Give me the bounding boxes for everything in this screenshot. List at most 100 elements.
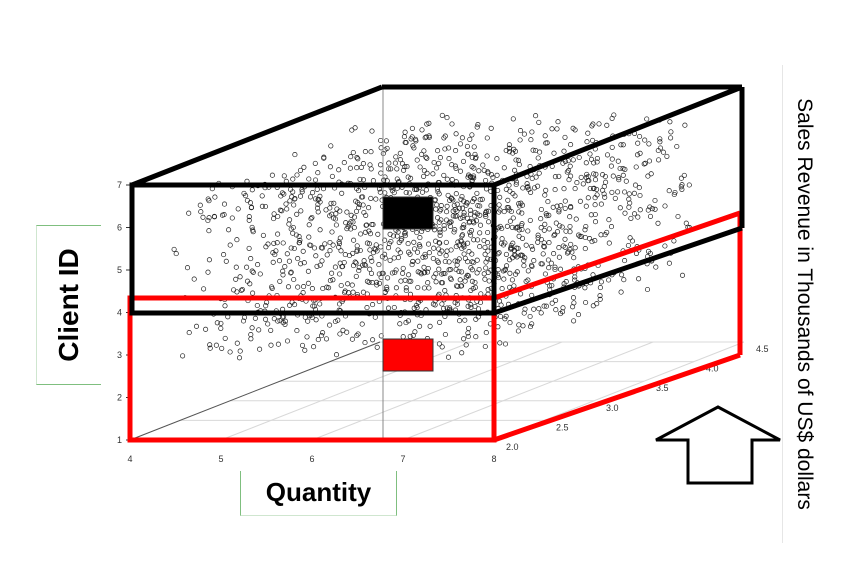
scatter-point: [460, 158, 467, 164]
scatter-point: [328, 143, 334, 149]
scatter-point: [445, 192, 451, 198]
scatter-point: [513, 157, 519, 163]
scatter-point: [402, 139, 408, 146]
scatter-point: [543, 303, 549, 309]
scatter-point: [592, 195, 598, 201]
scatter-point: [451, 229, 457, 235]
scatter-point: [386, 160, 392, 166]
scatter-point: [277, 318, 283, 324]
scatter-point: [218, 320, 224, 326]
z-tick-label: 4.0: [706, 364, 719, 374]
scatter-point: [499, 236, 505, 242]
scatter-point: [499, 286, 505, 292]
scatter-point: [472, 303, 478, 310]
scatter-point: [362, 149, 368, 155]
scatter-point: [416, 242, 422, 248]
scatter-point: [602, 232, 608, 238]
scatter-point: [623, 178, 629, 184]
scatter-point: [583, 203, 589, 209]
scatter-point: [560, 305, 566, 311]
scatter-point: [323, 207, 329, 213]
scatter-point: [447, 305, 453, 311]
scatter-point: [505, 197, 511, 203]
scatter-point: [589, 239, 595, 245]
scatter-point: [545, 257, 551, 263]
scatter-point: [511, 283, 517, 289]
scatter-point: [459, 205, 465, 211]
scatter-point: [297, 193, 304, 199]
scatter-point: [404, 164, 410, 170]
scatter-point: [467, 174, 473, 180]
scatter-point: [473, 334, 479, 340]
scatter-point: [597, 285, 603, 291]
scatter-point: [554, 203, 560, 209]
scatter-point: [453, 266, 459, 273]
scatter-point: [374, 282, 380, 288]
scatter-point: [598, 201, 604, 207]
scatter-point: [551, 233, 557, 239]
scatter-point: [327, 239, 333, 246]
scatter-point: [619, 272, 625, 278]
scatter-point: [483, 214, 489, 220]
scatter-point: [403, 320, 409, 326]
scatter-point: [285, 284, 292, 290]
scatter-point: [421, 148, 427, 154]
scatter-point: [393, 154, 399, 160]
scatter-point: [329, 173, 335, 179]
scatter-point: [419, 127, 425, 133]
scatter-point: [521, 310, 527, 316]
scatter-point: [544, 213, 550, 219]
scatter-point: [422, 254, 428, 260]
scatter-point: [376, 271, 382, 277]
scatter-point: [556, 254, 562, 260]
black-slice-marker: [382, 196, 434, 230]
scatter-point: [442, 271, 448, 277]
scatter-point: [536, 170, 542, 176]
scatter-point: [446, 145, 452, 151]
scatter-point: [507, 257, 513, 263]
scatter-point: [469, 132, 475, 138]
scatter-point: [271, 211, 277, 217]
scatter-point: [235, 206, 241, 212]
scatter-point: [451, 202, 457, 208]
scatter-point: [214, 320, 220, 326]
scatter-point: [616, 175, 622, 181]
scatter-point: [431, 274, 437, 280]
scatter-point: [442, 258, 448, 265]
scatter-point: [502, 266, 509, 272]
scatter-point: [405, 241, 411, 247]
scatter-point: [453, 131, 459, 137]
scatter-point: [457, 277, 463, 283]
scatter-point: [471, 144, 477, 150]
x-tick-label: 7: [400, 454, 405, 464]
scatter-point: [527, 324, 534, 330]
scatter-point: [521, 263, 527, 269]
scatter-point: [592, 202, 598, 208]
scatter-point: [379, 270, 385, 276]
scatter-point: [461, 224, 467, 230]
scatter-point: [585, 195, 591, 201]
scatter-point: [280, 272, 286, 278]
scatter-point: [461, 251, 467, 257]
scatter-point: [290, 230, 296, 236]
scatter-point: [335, 317, 341, 323]
scatter-point: [609, 189, 615, 195]
scatter-point: [509, 246, 515, 252]
scatter-point: [311, 303, 317, 309]
scatter-point: [399, 236, 405, 242]
scatter-point: [519, 210, 525, 216]
scatter-point: [288, 270, 294, 276]
scatter-point: [646, 141, 652, 147]
scatter-point: [454, 258, 460, 264]
scatter-point: [410, 258, 416, 265]
scatter-point: [212, 194, 218, 200]
scatter-point: [441, 226, 447, 232]
scatter-point: [576, 154, 582, 161]
scatter-point: [315, 209, 321, 215]
scatter-point: [227, 349, 233, 355]
scatter-point: [430, 255, 436, 262]
scatter-point: [421, 173, 427, 179]
scatter-point: [248, 336, 254, 342]
scatter-point: [668, 135, 674, 141]
scatter-point: [355, 156, 361, 162]
